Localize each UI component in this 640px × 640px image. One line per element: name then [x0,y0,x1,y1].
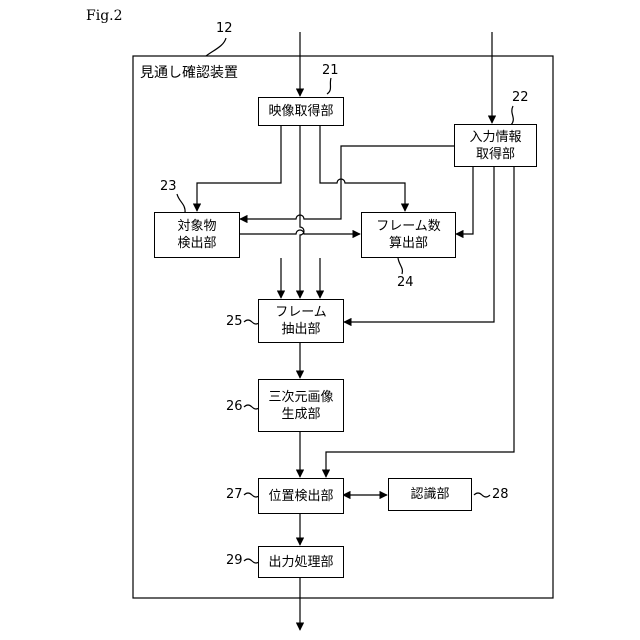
block-28-label: 認識部 [410,486,449,503]
ref-24-leader [398,258,402,274]
block-29-label: 出力処理部 [268,554,333,571]
block-23-label-line1: 対象物 [177,218,216,235]
block-24-frame-count: フレーム数 算出部 [361,212,456,258]
block-24-label-line1: フレーム数 [376,218,441,235]
ref-25: 25 [226,314,243,330]
block-23-label-line2: 検出部 [177,235,216,252]
block-27-position-detection: 位置検出部 [258,478,344,514]
block-22-label-line2: 取得部 [476,146,515,163]
block-25-frame-extraction: フレーム 抽出部 [258,299,344,343]
block-27-label: 位置検出部 [268,488,333,505]
block-22-label-line1: 入力情報 [469,129,521,146]
device-title: 見通し確認装置 [140,62,238,82]
ref-23-leader [177,194,185,213]
block-21-label: 映像取得部 [268,103,333,120]
figure-label: Fig.2 [86,8,123,24]
block-23-object-detection: 対象物 検出部 [154,212,240,258]
ref-27: 27 [226,487,243,503]
block-28-recognition: 認識部 [388,478,472,511]
block-26-label-line1: 三次元画像 [268,389,333,406]
ref-29: 29 [226,553,243,569]
ref-28: 28 [492,487,509,503]
arrow-21-to-25 [300,126,304,298]
ref-21: 21 [322,63,339,79]
ref-28-leader [474,493,490,497]
ref-12-leader [206,38,226,56]
block-21-video-acquisition: 映像取得部 [258,97,344,126]
ref-12: 12 [216,21,233,37]
block-25-label-line2: 抽出部 [281,321,320,338]
ref-26: 26 [226,399,243,415]
block-29-output-processing: 出力処理部 [258,546,344,578]
block-26-label-line2: 生成部 [281,406,320,423]
arrow-21-to-23 [197,126,281,211]
block-22-input-info-acquisition: 入力情報 取得部 [454,124,537,167]
arrow-21-to-24 [320,126,405,211]
block-25-label-line1: フレーム [275,304,327,321]
ref-23: 23 [160,179,177,195]
block-24-label-line2: 算出部 [389,235,428,252]
ref-22-leader [511,106,513,125]
ref-21-leader [327,78,331,94]
block-26-3d-image-generation: 三次元画像 生成部 [258,379,344,432]
ref-24: 24 [397,275,414,291]
arrow-23-to-24 [240,230,360,234]
ref-22: 22 [512,90,529,106]
arrow-22-to-24 [456,167,473,234]
